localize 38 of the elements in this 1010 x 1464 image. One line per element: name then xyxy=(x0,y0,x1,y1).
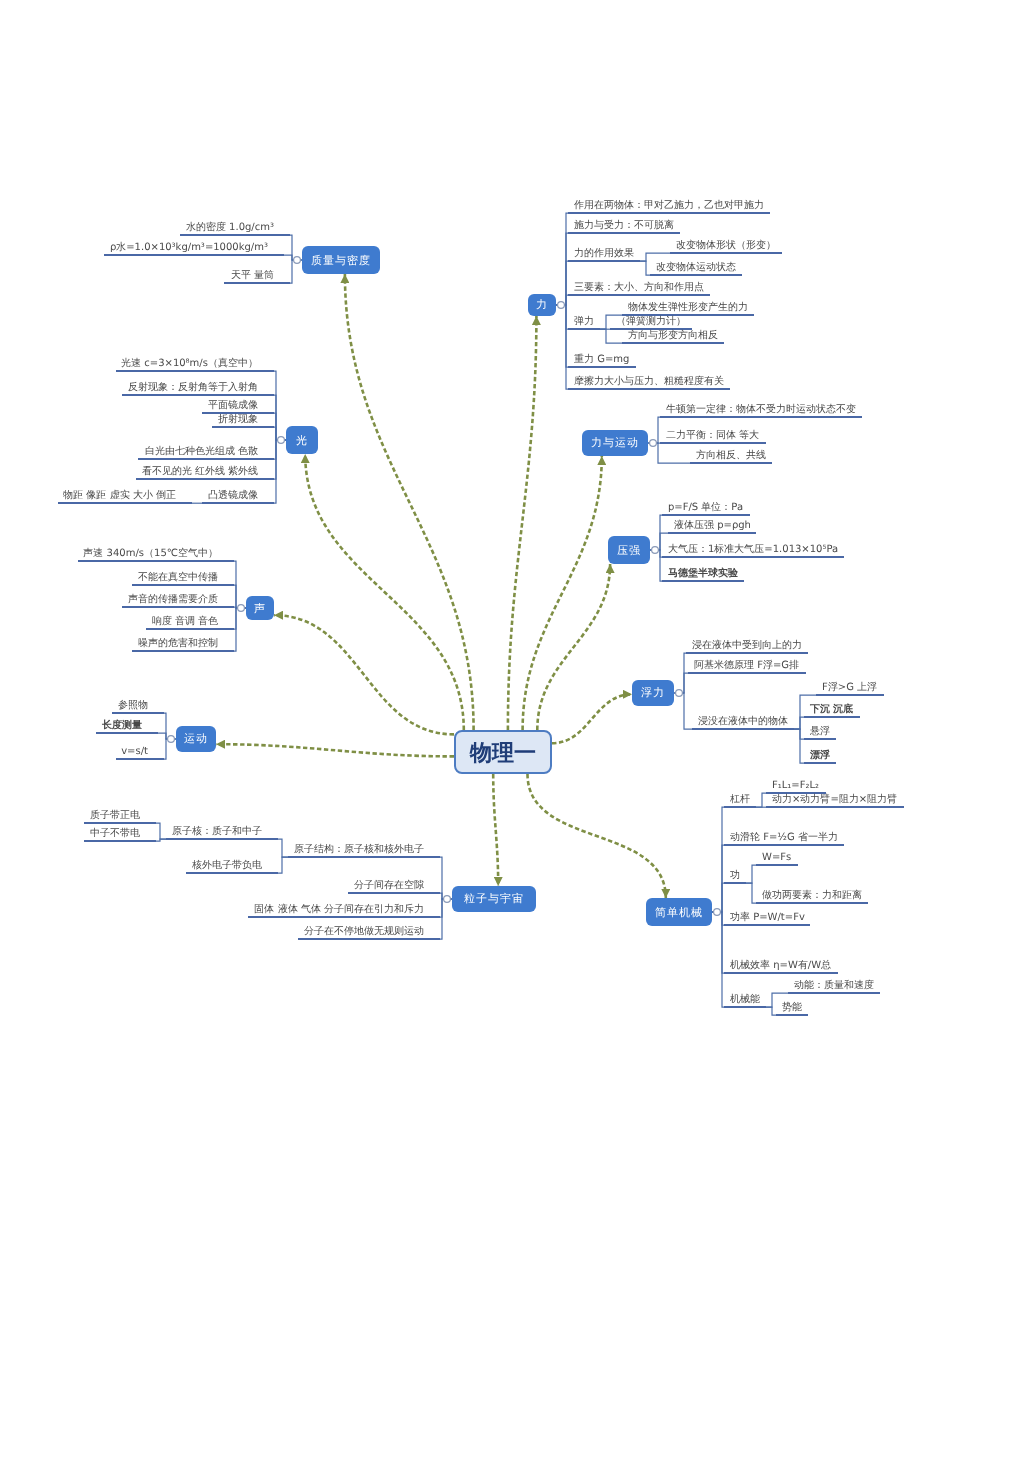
branch-line xyxy=(745,882,757,904)
branch-line xyxy=(599,328,623,344)
branch-line xyxy=(439,898,453,940)
branch-line xyxy=(639,260,651,276)
branch-line xyxy=(163,738,177,760)
branch-line xyxy=(155,822,167,840)
arrow xyxy=(521,455,606,731)
branch-line xyxy=(155,838,167,842)
branch-line xyxy=(755,792,767,808)
branch-line xyxy=(639,252,671,262)
arrow xyxy=(551,690,633,745)
arrow xyxy=(216,739,454,758)
branch-line xyxy=(649,549,663,582)
arrow xyxy=(273,611,455,736)
branch-line xyxy=(599,314,623,330)
branch-line xyxy=(289,259,303,284)
branch-line xyxy=(793,716,805,730)
branch-line xyxy=(233,607,247,652)
branch-line xyxy=(765,992,789,1008)
central-topic: 物理一 xyxy=(454,730,552,774)
branch-line xyxy=(755,806,767,808)
branch-line xyxy=(765,1006,777,1016)
branch-line xyxy=(711,911,725,1008)
branch-line xyxy=(273,439,287,504)
arrow xyxy=(526,773,669,899)
arrow xyxy=(491,774,503,886)
branch-line xyxy=(647,442,691,464)
arrow xyxy=(506,316,541,730)
branch-line xyxy=(277,838,289,858)
branch-line xyxy=(745,864,757,884)
branch-line xyxy=(191,502,203,504)
arrow xyxy=(301,453,466,731)
arrow xyxy=(340,273,475,731)
branch-line xyxy=(277,856,289,874)
branch-line xyxy=(673,692,693,730)
branch-line xyxy=(793,728,805,764)
branch-line xyxy=(555,304,569,390)
arrow xyxy=(536,563,614,731)
